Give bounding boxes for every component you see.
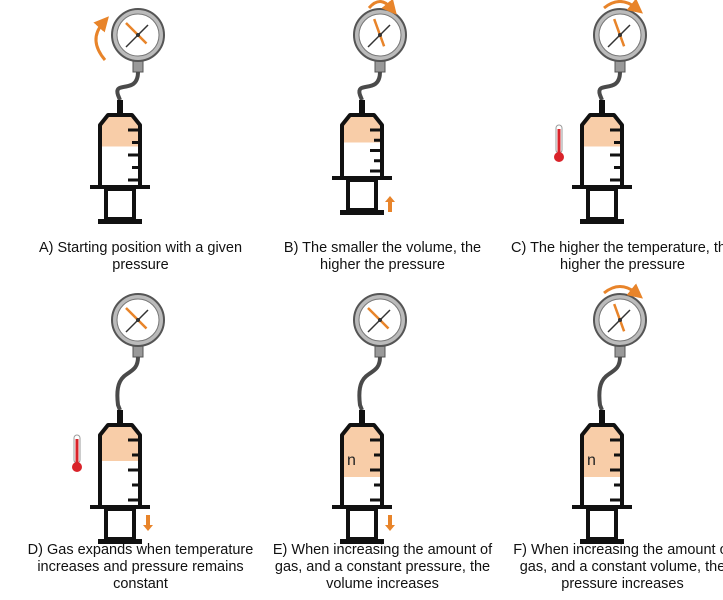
- plunger-base: [580, 219, 624, 224]
- hose: [115, 71, 140, 101]
- pressure-gauge: [593, 293, 647, 358]
- syringe-gauge-illustration: n: [332, 293, 407, 544]
- rotation-arrow-icon: [603, 283, 643, 299]
- panel-b: B) The smaller the volume, the higher th…: [262, 0, 503, 300]
- hose: [115, 356, 140, 411]
- syringe-tip: [117, 410, 123, 425]
- plunger-base: [98, 219, 142, 224]
- syringe-gauge-illustration: n: [572, 283, 647, 544]
- syringe-barrel: [580, 113, 624, 185]
- caption: B) The smaller the volume, the higher th…: [283, 240, 482, 273]
- gas-fill: [342, 425, 382, 477]
- plunger: [346, 178, 378, 212]
- syringe-tip: [359, 100, 365, 115]
- plunger: [346, 507, 378, 541]
- syringe-tip: [359, 410, 365, 425]
- plunger-base: [98, 539, 142, 544]
- plunger: [586, 507, 618, 541]
- syringe-barrel: [340, 423, 384, 505]
- pressure-gauge: [593, 8, 647, 73]
- arrow-down-icon: [143, 515, 153, 531]
- syringe-gauge-illustration: [90, 8, 165, 224]
- panel-f: n F) When increasing the amount of gas, …: [502, 283, 723, 592]
- syringe-tip: [599, 410, 605, 425]
- caption: A) Starting position with a given pressu…: [38, 240, 243, 273]
- gauge-needle: [125, 22, 148, 45]
- panel-d: D) Gas expands when temperature increase…: [20, 290, 261, 592]
- caption: D) Gas expands when temperature increase…: [27, 542, 254, 592]
- hose: [597, 71, 622, 101]
- hose: [357, 356, 382, 411]
- plunger-base: [580, 539, 624, 544]
- panel-e: n E) When increasing the amount of gas, …: [262, 290, 503, 592]
- caption: C) The higher the temperature, the highe…: [511, 240, 723, 273]
- gas-amount-label: n: [347, 452, 356, 469]
- rotation-arrow-icon: [93, 16, 109, 61]
- gauge-needle: [373, 18, 386, 47]
- gas-fill: [342, 115, 382, 143]
- syringe-barrel: [340, 113, 384, 176]
- plunger: [104, 507, 136, 541]
- rotation-arrow-icon: [367, 0, 397, 15]
- plunger: [104, 187, 136, 221]
- syringe-barrel: [98, 113, 142, 185]
- arrow-up-icon: [385, 196, 395, 212]
- gas-fill: [582, 115, 622, 147]
- syringe-gauge-illustration: [554, 0, 647, 224]
- pressure-gauge: [111, 8, 165, 73]
- panel-c: C) The higher the temperature, the highe…: [502, 0, 723, 300]
- hose: [357, 71, 382, 101]
- syringe-tip: [117, 100, 123, 115]
- gauge-needle: [367, 307, 390, 330]
- pressure-gauge: [353, 293, 407, 358]
- thermometer-icon: [554, 124, 564, 162]
- hose: [597, 356, 622, 411]
- caption: E) When increasing the amount of gas, an…: [272, 542, 493, 592]
- syringe-barrel: [98, 423, 142, 505]
- syringe-tip: [599, 100, 605, 115]
- plunger-base: [340, 210, 384, 215]
- rotation-arrow-icon: [603, 0, 643, 14]
- syringe-barrel: [580, 423, 624, 505]
- plunger: [586, 187, 618, 221]
- gas-fill: [100, 115, 140, 147]
- pressure-gauge: [111, 293, 165, 358]
- panel-a: A) Starting position with a given pressu…: [20, 0, 261, 300]
- thermometer-icon: [72, 434, 82, 472]
- syringe-gauge-illustration: [72, 293, 165, 544]
- pressure-gauge: [353, 8, 407, 73]
- arrow-down-icon: [385, 515, 395, 531]
- syringe-gauge-illustration: [332, 0, 407, 215]
- gauge-needle: [613, 303, 626, 332]
- plunger-base: [340, 539, 384, 544]
- gauge-needle: [125, 307, 148, 330]
- gas-fill: [582, 425, 622, 477]
- gas-fill: [100, 425, 140, 461]
- caption: F) When increasing the amount of gas, an…: [513, 542, 723, 592]
- gas-amount-label: n: [587, 452, 596, 469]
- gauge-needle: [613, 18, 626, 47]
